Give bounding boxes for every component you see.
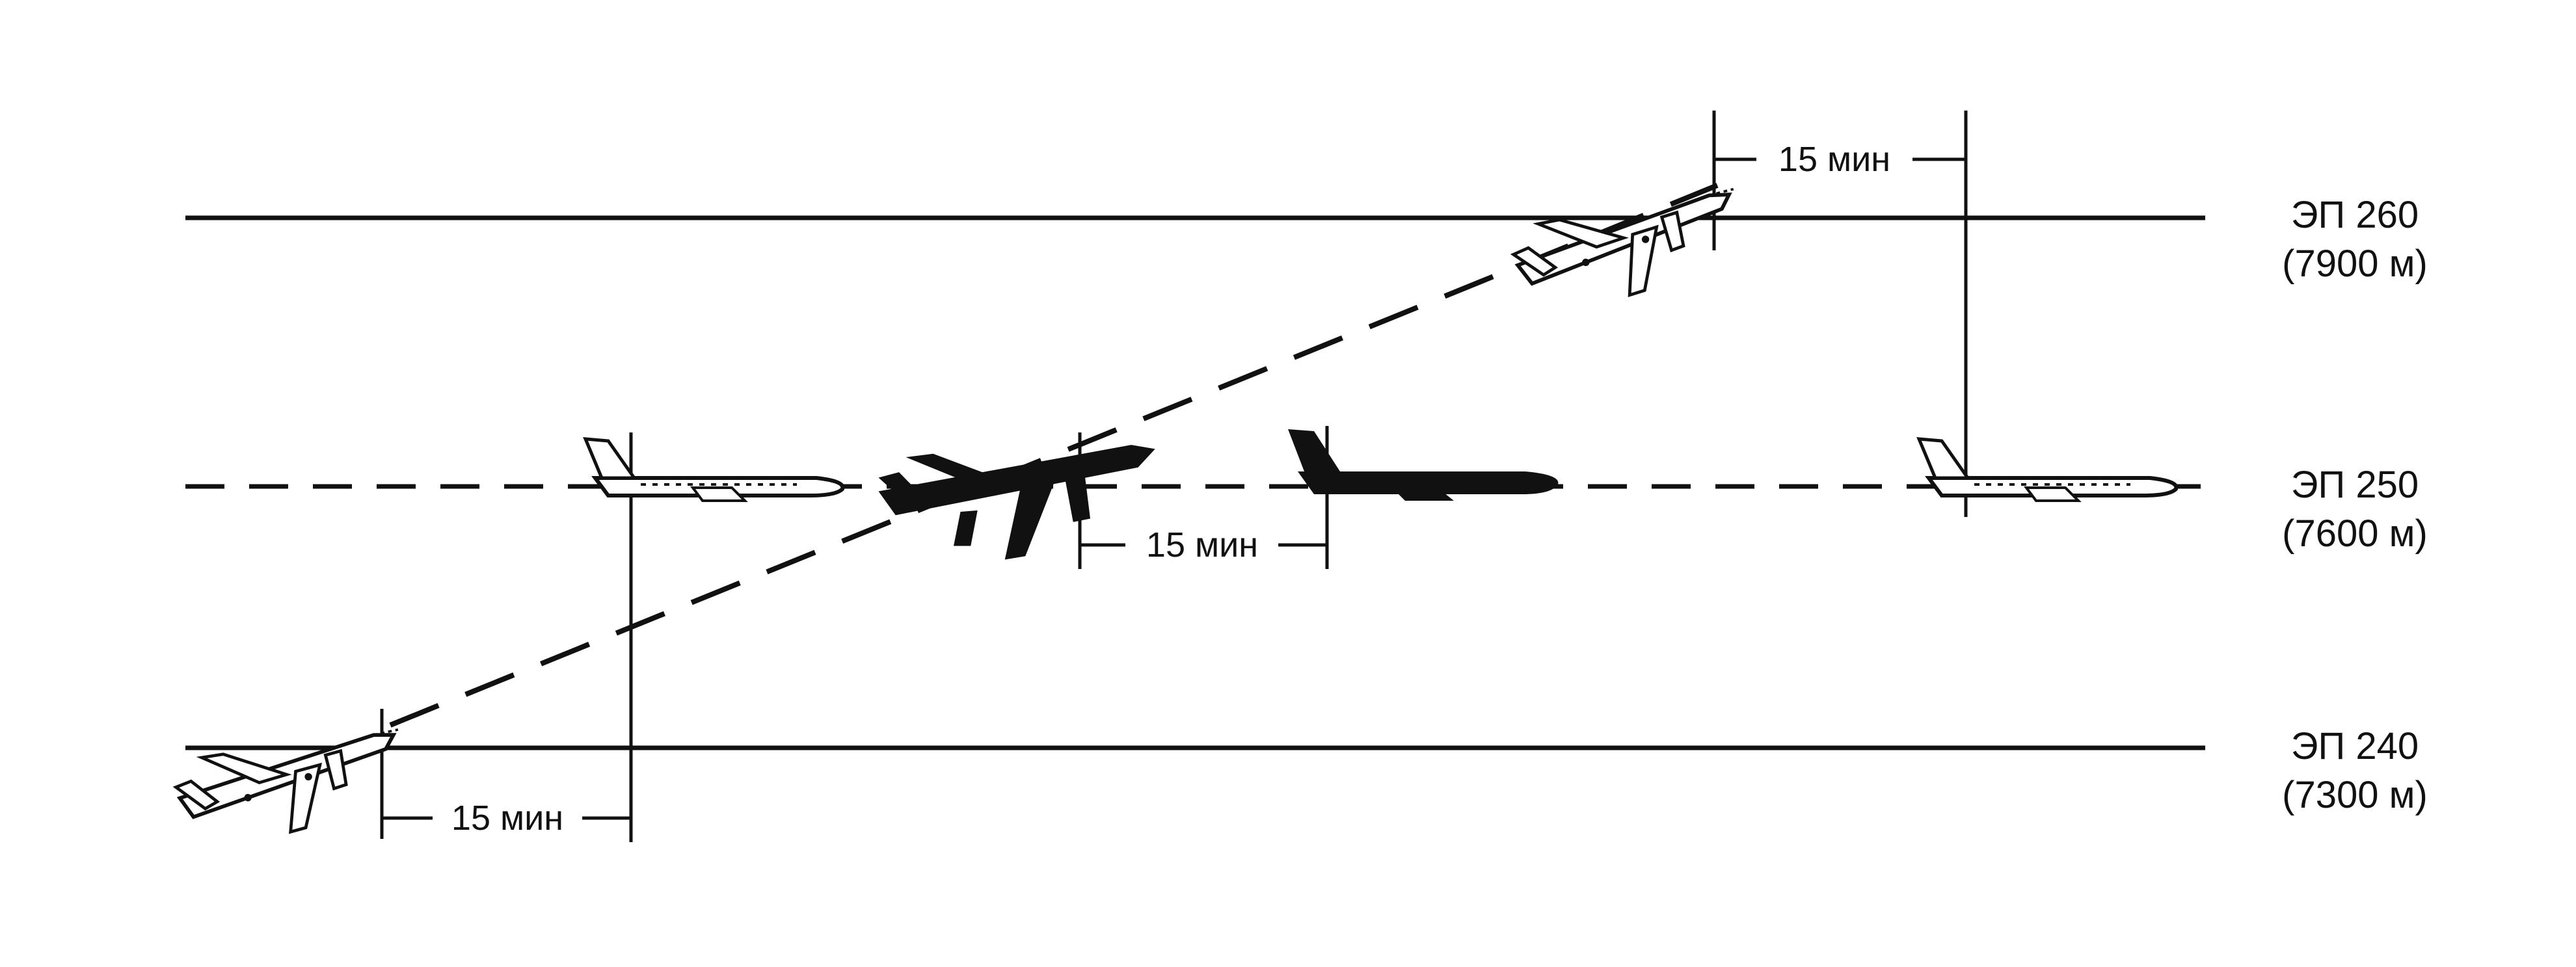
flight-level-250-altitude: (7600 м): [2282, 512, 2428, 555]
climbing-aircraft-silhouette-icon: [878, 445, 1155, 560]
interval-label-top: 15 мин: [1778, 140, 1890, 179]
level-aircraft-right-icon: [1919, 439, 2177, 501]
interval-label-bottom: 15 мин: [451, 799, 563, 838]
flight-level-250-name: ЭП 250: [2291, 464, 2419, 506]
climbing-aircraft-end-icon: [1509, 189, 1743, 307]
interval-label-middle: 15 мин: [1146, 525, 1258, 564]
flight-level-240-altitude: (7300 м): [2282, 774, 2428, 816]
flight-level-260-altitude: (7900 м): [2282, 243, 2428, 285]
level-aircraft-left-icon: [585, 439, 843, 501]
flight-level-260-name: ЭП 260: [2291, 194, 2419, 236]
flight-level-240-name: ЭП 240: [2291, 725, 2419, 767]
